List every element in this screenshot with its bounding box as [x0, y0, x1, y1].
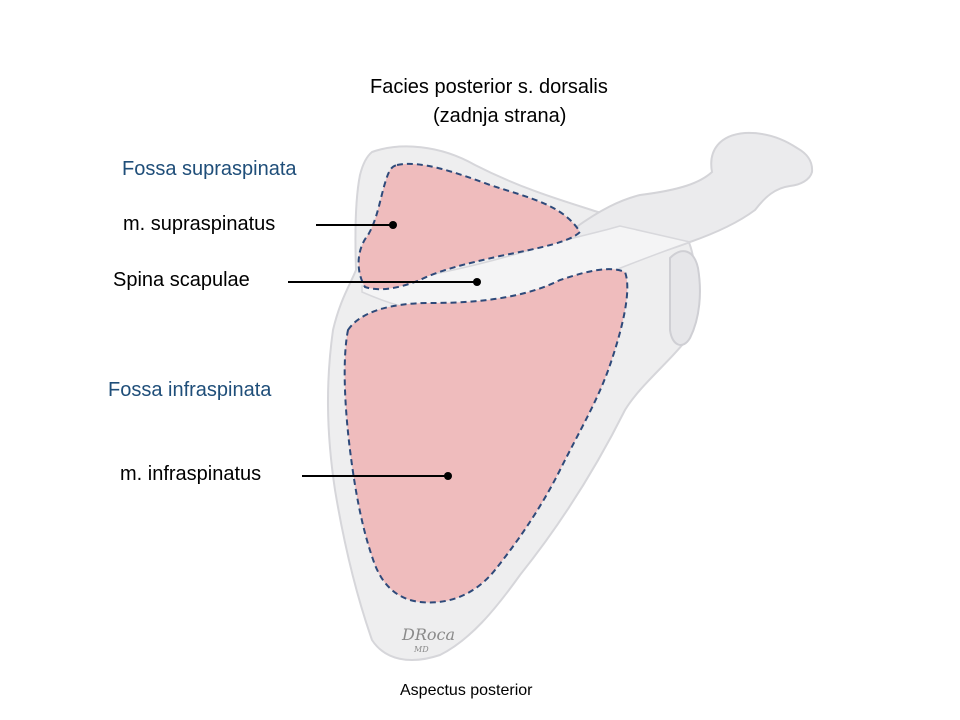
spina-scapulae-label: Spina scapulae — [113, 269, 250, 291]
infraspinatus-leader-dot — [444, 472, 452, 480]
diagram-title-line1: Facies posterior s. dorsalis — [370, 76, 608, 98]
diagram-title-line2: (zadnja strana) — [433, 105, 567, 127]
spina-leader-dot — [473, 278, 481, 286]
fossa-supraspinata-label: Fossa supraspinata — [122, 158, 297, 180]
signature-suffix: MD — [413, 645, 429, 654]
supraspinatus-region — [357, 162, 582, 291]
infraspinatus-label: m. infraspinatus — [120, 463, 262, 485]
supraspinatus-label: m. supraspinatus — [123, 213, 276, 235]
supraspinatus-leader-dot — [389, 221, 397, 229]
glenoid — [669, 250, 701, 346]
fossa-infraspinata-label: Fossa infraspinata — [108, 379, 272, 401]
signature-mark: DRoca — [401, 625, 455, 644]
infraspinatus-region — [343, 268, 629, 604]
figure-caption: Aspectus posterior — [400, 682, 533, 699]
